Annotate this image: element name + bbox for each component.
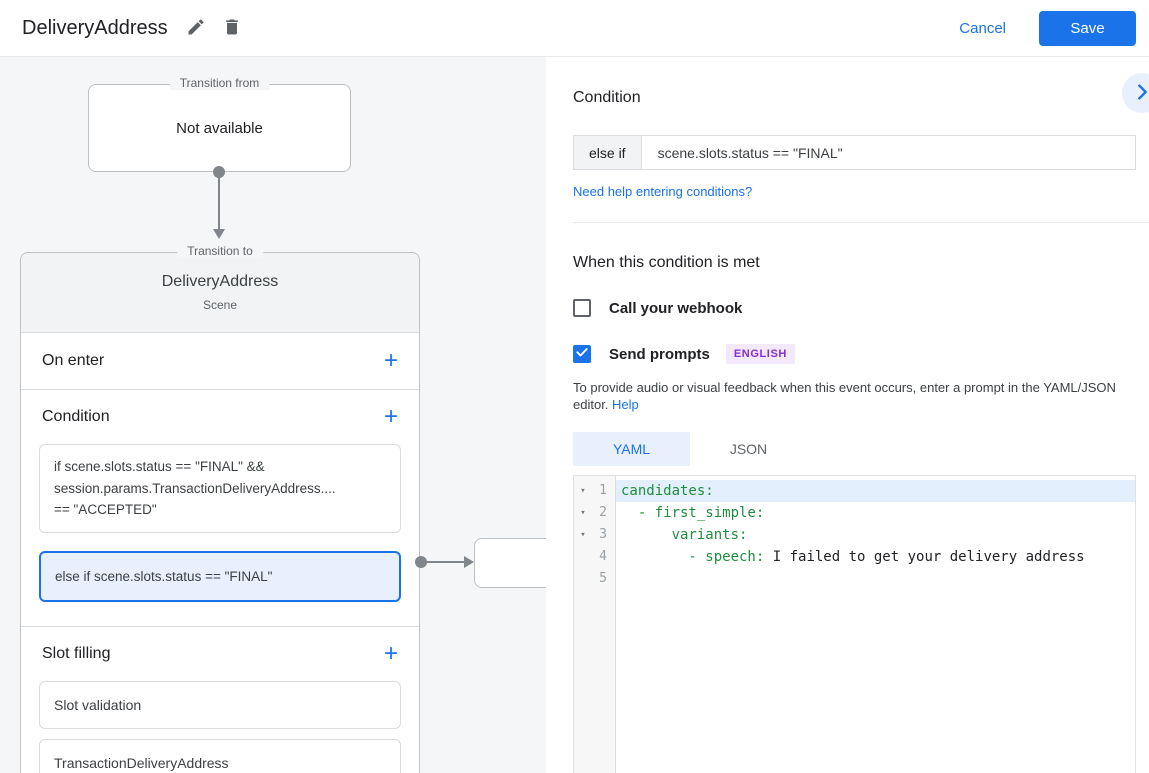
tab-json[interactable]: JSON	[690, 432, 807, 466]
fold-arrow-icon[interactable]: ▾	[580, 530, 586, 540]
call-webhook-checkbox[interactable]	[573, 299, 591, 317]
line-number: 5	[599, 571, 607, 586]
gutter-row: ▾ 1	[574, 480, 615, 502]
call-webhook-label[interactable]: Call your webhook	[609, 299, 743, 317]
condition-section-label: Condition	[42, 408, 110, 425]
scene-type: Scene	[202, 298, 238, 312]
editor-code-area[interactable]: candidates: - first_simple: variants: - …	[616, 476, 1135, 773]
condition-expression-row: else if	[573, 135, 1136, 170]
language-badge: ENGLISH	[725, 344, 795, 364]
condition-detail-panel: Condition else if Need help entering con…	[546, 57, 1149, 773]
add-condition-button[interactable]: +	[383, 403, 398, 430]
condition-item-else-if-selected[interactable]: else if scene.slots.status == "FINAL"	[39, 550, 401, 602]
scene-name: DeliveryAddress	[161, 273, 279, 290]
editor-gutter: ▾ 1 ▾ 2 ▾ 3 4 5	[574, 476, 616, 773]
arrow-right-icon	[464, 556, 474, 568]
connector-dot	[415, 556, 427, 568]
gutter-row: ▾ 2	[574, 502, 615, 524]
transition-from-box: Transition from Not available	[88, 76, 351, 172]
trash-icon	[222, 17, 242, 40]
transition-target-box	[474, 538, 546, 588]
when-condition-met-title: When this condition is met	[573, 254, 760, 271]
gutter-row: 5	[574, 568, 615, 590]
condition-line: if scene.slots.status == "FINAL" &&	[54, 459, 265, 474]
connector-line	[218, 172, 220, 230]
horizontal-divider	[573, 222, 1149, 223]
yaml-key: candidates:	[621, 483, 714, 499]
section-divider	[21, 626, 419, 627]
send-prompts-label[interactable]: Send prompts	[609, 345, 710, 363]
check-icon	[575, 345, 589, 364]
prompt-editor-description: To provide audio or visual feedback when…	[573, 379, 1135, 413]
condition-item-if[interactable]: if scene.slots.status == "FINAL" && sess…	[39, 444, 401, 533]
line-number: 2	[599, 505, 607, 520]
webhook-row: Call your webhook	[573, 299, 1136, 317]
slot-filling-section-header: Slot filling +	[21, 627, 419, 681]
on-enter-label: On enter	[42, 352, 105, 369]
condition-line: else if scene.slots.status == "FINAL"	[55, 568, 273, 584]
yaml-key: - speech:	[621, 549, 765, 565]
add-on-enter-button[interactable]: +	[383, 347, 398, 374]
code-line[interactable]: candidates:	[616, 480, 1135, 502]
arrow-down-icon	[213, 229, 225, 239]
page-title: DeliveryAddress	[22, 16, 168, 39]
transition-from-content: Not available	[176, 119, 263, 137]
chevron-right-icon	[1131, 81, 1149, 106]
condition-expression-input[interactable]	[641, 136, 1135, 169]
line-number: 3	[599, 527, 607, 542]
collapse-panel-button[interactable]	[1122, 73, 1149, 113]
send-prompts-checkbox[interactable]	[573, 345, 591, 363]
condition-section-header: Condition +	[21, 390, 419, 444]
description-text: To provide audio or visual feedback when…	[573, 380, 1116, 412]
code-line[interactable]: variants:	[616, 524, 1135, 546]
connector-dot	[213, 166, 225, 178]
add-slot-button[interactable]: +	[383, 640, 398, 667]
top-bar: DeliveryAddress Cancel Save	[0, 0, 1149, 57]
yaml-key: - first_simple:	[621, 505, 765, 521]
connector-line	[427, 561, 464, 563]
code-line[interactable]	[616, 568, 1135, 590]
save-button[interactable]: Save	[1039, 10, 1136, 46]
code-line[interactable]: - speech: I failed to get your delivery …	[616, 546, 1135, 568]
transition-to-label: Transition to	[177, 244, 263, 258]
slot-item-transaction-delivery-address[interactable]: TransactionDeliveryAddress	[39, 739, 401, 773]
scene-card-header: DeliveryAddress Scene	[21, 253, 419, 333]
gutter-row: 4	[574, 546, 615, 568]
line-number: 1	[599, 483, 607, 498]
delete-scene-button[interactable]	[214, 10, 250, 46]
tab-yaml[interactable]: YAML	[573, 432, 690, 466]
yaml-code-editor: ▾ 1 ▾ 2 ▾ 3 4 5	[573, 475, 1136, 773]
send-prompts-row: Send prompts ENGLISH	[573, 344, 1136, 364]
transition-from-label: Transition from	[169, 76, 270, 90]
yaml-value: I failed to get your delivery address	[764, 549, 1085, 565]
gutter-row: ▾ 3	[574, 524, 615, 546]
panel-title: Condition	[573, 89, 641, 106]
slot-item-validation[interactable]: Slot validation	[39, 681, 401, 729]
condition-line: session.params.TransactionDeliveryAddres…	[54, 480, 336, 496]
yaml-key: variants:	[621, 527, 748, 543]
condition-help-link[interactable]: Need help entering conditions?	[573, 184, 753, 199]
cancel-button[interactable]: Cancel	[959, 19, 1006, 37]
code-line[interactable]: - first_simple:	[616, 502, 1135, 524]
pencil-icon	[186, 17, 206, 40]
scene-flow-panel: Transition from Not available Transition…	[0, 57, 546, 773]
help-link[interactable]: Help	[612, 397, 639, 412]
on-enter-row: On enter +	[21, 333, 419, 390]
slot-filling-label: Slot filling	[42, 645, 111, 662]
fold-arrow-icon[interactable]: ▾	[580, 508, 586, 518]
line-number: 4	[599, 549, 607, 564]
scene-card: Transition to DeliveryAddress Scene On e…	[20, 244, 420, 773]
editor-tabs: YAML JSON	[573, 432, 1136, 466]
condition-line: == "ACCEPTED"	[54, 502, 157, 517]
fold-arrow-icon[interactable]: ▾	[580, 486, 586, 496]
edit-title-button[interactable]	[178, 10, 214, 46]
condition-prefix-label: else if	[574, 136, 642, 169]
